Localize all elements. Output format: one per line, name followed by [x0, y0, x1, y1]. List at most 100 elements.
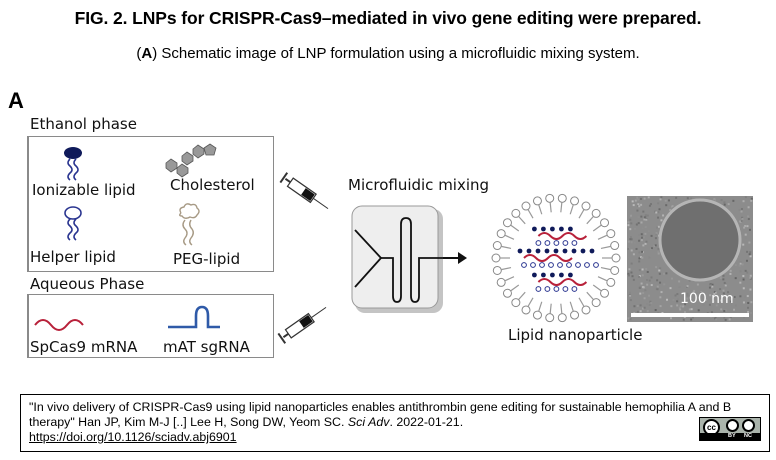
tem-grain: [630, 222, 633, 225]
tem-grain: [665, 272, 668, 275]
tem-grain: [688, 279, 691, 282]
tem-grain: [659, 198, 662, 201]
helper-head: [553, 240, 560, 246]
tem-grain: [730, 300, 733, 303]
lipid-head: [491, 253, 501, 263]
ionizable-head: [535, 248, 541, 254]
tem-grain: [747, 310, 750, 313]
tem-grain: [742, 243, 745, 246]
tem-grain: [697, 309, 700, 312]
tem-grain: [641, 256, 644, 259]
lipid-head: [570, 310, 580, 320]
ionizable-head: [550, 272, 555, 278]
tem-grain: [686, 292, 689, 295]
tem-grain: [632, 204, 635, 207]
tem-grain: [659, 267, 662, 270]
tem-grain: [645, 268, 648, 271]
helper-head: [535, 240, 542, 246]
helper-head: [562, 240, 569, 246]
tem-grain: [646, 214, 649, 217]
tem-grain: [647, 230, 650, 233]
tem-grain: [666, 298, 669, 301]
tem-grain: [643, 306, 646, 309]
tem-grain: [722, 274, 725, 277]
tem-grain: [658, 208, 661, 211]
microfluidic-mixing-label: Microfluidic mixing: [348, 176, 490, 194]
tem-grain: [634, 227, 637, 230]
tem-grain: [659, 305, 662, 308]
tem-grain: [739, 281, 742, 284]
tem-grain: [709, 284, 712, 287]
tem-grain: [682, 318, 685, 321]
tem-grain: [672, 298, 675, 301]
tem-grain: [676, 304, 679, 307]
tem-grain: [642, 291, 645, 294]
tem-grain: [741, 263, 744, 266]
tem-grain: [689, 299, 692, 302]
scale-bar-label: 100 nm: [680, 291, 734, 307]
tem-grain: [639, 292, 642, 295]
tem-grain: [641, 307, 644, 310]
tem-grain: [749, 312, 752, 315]
tem-grain: [739, 295, 742, 298]
tem-grain: [657, 225, 660, 228]
mrna-strand: [523, 254, 573, 262]
tem-grain: [657, 252, 660, 255]
lipid-tail: [600, 266, 611, 271]
lipid-tail: [600, 245, 611, 250]
tem-grain: [627, 240, 630, 243]
tem-grain: [640, 215, 643, 218]
tem-grain: [644, 289, 647, 292]
tem-grain: [714, 291, 717, 294]
nc-noncommercial-icon: [742, 419, 755, 432]
tem-grain: [639, 304, 642, 307]
doi-link[interactable]: https://doi.org/10.1126/sciadv.abj6901: [29, 430, 237, 444]
lipid-tail: [527, 209, 534, 219]
cholesterol-label: Cholesterol: [170, 176, 255, 194]
lipid-tail: [549, 202, 552, 213]
lipid-tail: [549, 303, 552, 314]
tem-grain: [648, 279, 651, 282]
tem-grain: [659, 281, 662, 284]
ionizable-head: [580, 248, 586, 254]
tem-grain: [630, 238, 633, 241]
subtitle-text: ) Schematic image of LNP formulation usi…: [152, 45, 640, 62]
tem-grain: [747, 206, 750, 209]
ethanol-phase-heading: Ethanol phase: [30, 115, 137, 133]
tem-grain: [738, 264, 741, 267]
tem-grain: [678, 306, 681, 309]
tem-grain: [723, 201, 726, 204]
lipid-tail: [510, 284, 520, 292]
tem-grain: [629, 236, 632, 239]
tem-grain: [744, 295, 747, 298]
lipid-head: [521, 201, 531, 211]
tem-grain: [648, 204, 651, 207]
helper-head: [562, 286, 569, 292]
tem-grain: [640, 256, 643, 259]
tem-grain: [699, 291, 702, 294]
tem-grain: [644, 242, 647, 245]
tem-grain: [721, 294, 724, 297]
tem-grain: [723, 316, 726, 319]
tem-grain: [724, 309, 727, 312]
tem-grain: [660, 196, 663, 199]
helper-head: [530, 262, 536, 268]
tem-grain: [630, 214, 633, 217]
tem-grain: [670, 317, 673, 320]
aqueous-phase-box: [27, 294, 274, 358]
tem-grain: [742, 287, 745, 290]
mrna-strand: [537, 278, 588, 286]
tem-grain: [638, 260, 641, 263]
tem-grain: [634, 199, 637, 202]
tem-grain: [667, 199, 670, 202]
tem-grain: [657, 216, 660, 219]
lipid-tail: [597, 276, 608, 282]
tem-grain: [643, 297, 646, 300]
cc-license-badge[interactable]: cc BY NC: [699, 417, 761, 441]
tem-grain: [659, 296, 662, 299]
lipid-tail: [569, 301, 574, 312]
tem-grain: [749, 255, 752, 258]
helper-head: [544, 240, 551, 246]
ionizable-head: [559, 272, 564, 278]
tem-grain: [657, 250, 660, 253]
